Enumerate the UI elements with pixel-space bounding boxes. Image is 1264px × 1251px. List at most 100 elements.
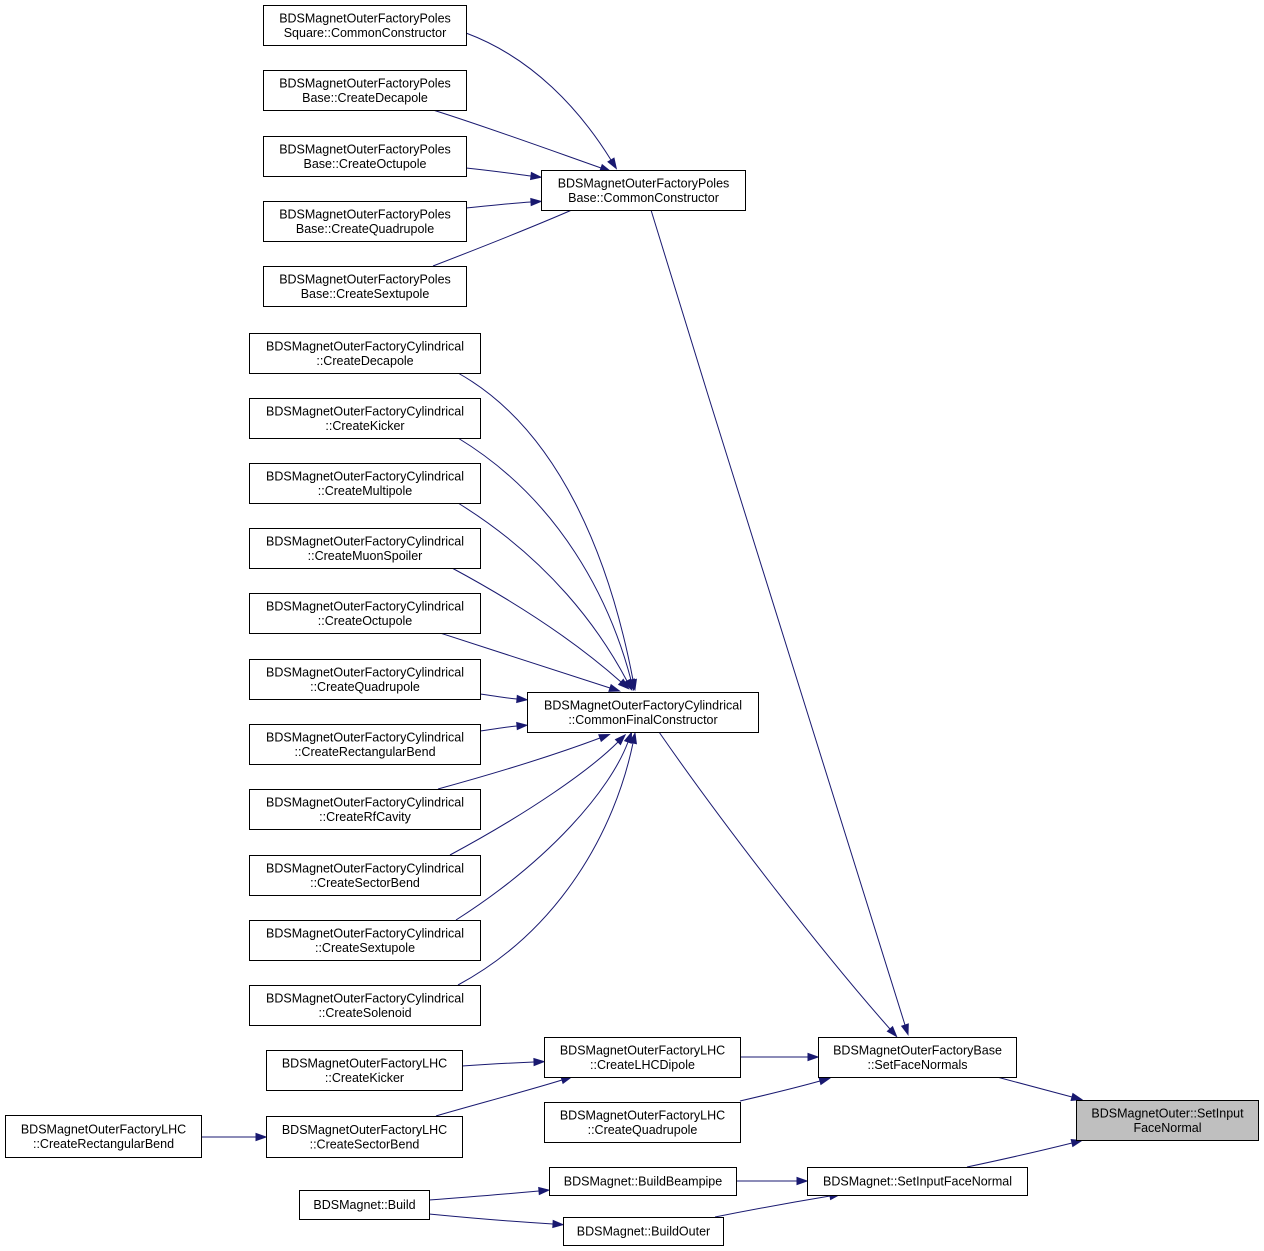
node-label: ::CreateLHCDipole — [590, 1058, 695, 1072]
node-cyl-solenoid[interactable]: BDSMagnetOuterFactoryCylindrical::Create… — [249, 985, 481, 1026]
edge-magnet_build-to-magnet_buildbeampipe — [428, 1190, 540, 1201]
edge-base_setfacenormals-to-outer_setinput — [996, 1076, 1073, 1098]
edge-poles_sq_common-to-poles_common — [465, 32, 612, 161]
node-cyl-sectorbend[interactable]: BDSMagnetOuterFactoryCylindrical::Create… — [249, 855, 481, 896]
node-box — [249, 333, 481, 374]
node-label: ::CreateSolenoid — [318, 1006, 411, 1020]
edge-poles_quadrupole-to-poles_common — [465, 201, 532, 209]
node-box — [541, 170, 746, 211]
node-cyl-multipole[interactable]: BDSMagnetOuterFactoryCylindrical::Create… — [249, 463, 481, 504]
node-cyl-kicker[interactable]: BDSMagnetOuterFactoryCylindrical::Create… — [249, 398, 481, 439]
node-box — [263, 136, 467, 177]
node-cyl-octupole[interactable]: BDSMagnetOuterFactoryCylindrical::Create… — [249, 593, 481, 634]
node-lhc-rectbend[interactable]: BDSMagnetOuterFactoryLHC::CreateRectangu… — [5, 1115, 202, 1158]
node-label: BDSMagnetOuterFactoryLHC — [21, 1122, 186, 1136]
node-magnet-buildbeampipe[interactable]: BDSMagnet::BuildBeampipe — [549, 1167, 737, 1196]
node-cyl-sextupole[interactable]: BDSMagnetOuterFactoryCylindrical::Create… — [249, 920, 481, 961]
node-magnet-setinput[interactable]: BDSMagnet::SetInputFaceNormal — [807, 1167, 1028, 1196]
node-cyl-muonspoiler[interactable]: BDSMagnetOuterFactoryCylindrical::Create… — [249, 528, 481, 569]
arrowhead-cyl_solenoid-to-cyl_common_final — [628, 731, 637, 745]
node-poles-quadrupole[interactable]: BDSMagnetOuterFactoryPolesBase::CreateQu… — [263, 201, 467, 242]
arrowhead-lhc_quadrupole-to-base_setfacenormals — [818, 1077, 832, 1086]
edge-cyl_solenoid-to-cyl_common_final — [457, 742, 634, 986]
node-label: ::SetFaceNormals — [867, 1058, 967, 1072]
arrowhead-cyl_quadrupole-to-cyl_common_final — [516, 694, 529, 704]
node-base-setfacenormals[interactable]: BDSMagnetOuterFactoryBase::SetFaceNormal… — [818, 1037, 1017, 1078]
node-box — [299, 1190, 430, 1220]
node-magnet-build[interactable]: BDSMagnet::Build — [299, 1190, 430, 1220]
node-label: ::CreateRectangularBend — [33, 1137, 174, 1151]
node-label: BDSMagnetOuterFactoryCylindrical — [266, 534, 464, 548]
node-box — [1076, 1100, 1259, 1141]
node-cyl-quadrupole[interactable]: BDSMagnetOuterFactoryCylindrical::Create… — [249, 659, 481, 700]
arrowhead-cyl_multipole-to-cyl_common_final — [623, 678, 633, 692]
node-label: BDSMagnetOuterFactoryCylindrical — [266, 599, 464, 613]
node-poles-sq-common[interactable]: BDSMagnetOuterFactoryPolesSquare::Common… — [263, 5, 467, 46]
node-box — [249, 724, 481, 765]
node-box — [266, 1050, 463, 1091]
edge-lhc_sectorbend-to-lhc_dipole — [435, 1079, 563, 1117]
node-lhc-sectorbend[interactable]: BDSMagnetOuterFactoryLHC::CreateSectorBe… — [266, 1116, 463, 1158]
node-label: BDSMagnetOuterFactoryPoles — [279, 11, 451, 25]
node-box — [249, 985, 481, 1026]
node-box — [249, 463, 481, 504]
node-cyl-decapole[interactable]: BDSMagnetOuterFactoryCylindrical::Create… — [249, 333, 481, 374]
node-box — [249, 593, 481, 634]
node-box — [249, 528, 481, 569]
node-label: BDSMagnetOuterFactoryPoles — [558, 176, 730, 190]
node-box — [549, 1167, 737, 1196]
node-box — [807, 1167, 1028, 1196]
node-cyl-common-final[interactable]: BDSMagnetOuterFactoryCylindrical::Common… — [527, 692, 759, 733]
node-box — [249, 855, 481, 896]
node-box — [263, 70, 467, 111]
node-lhc-kicker[interactable]: BDSMagnetOuterFactoryLHC::CreateKicker — [266, 1050, 463, 1091]
arrowhead-poles_sq_common-to-poles_common — [607, 157, 618, 170]
node-poles-decapole[interactable]: BDSMagnetOuterFactoryPolesBase::CreateDe… — [263, 70, 467, 111]
node-label: BDSMagnet::SetInputFaceNormal — [823, 1175, 1012, 1189]
node-label: BDSMagnetOuterFactoryCylindrical — [266, 404, 464, 418]
node-label: BDSMagnetOuterFactoryCylindrical — [266, 991, 464, 1005]
node-label: BDSMagnetOuterFactoryPoles — [279, 76, 451, 90]
node-poles-common[interactable]: BDSMagnetOuterFactoryPolesBase::CommonCo… — [541, 170, 746, 211]
edge-lhc_quadrupole-to-base_setfacenormals — [739, 1080, 821, 1102]
node-label: BDSMagnetOuterFactoryBase — [833, 1043, 1002, 1057]
node-label: BDSMagnetOuterFactoryCylindrical — [266, 861, 464, 875]
node-magnet-buildouter[interactable]: BDSMagnet::BuildOuter — [563, 1217, 724, 1246]
arrowhead-magnet_build-to-magnet_buildouter — [552, 1219, 565, 1229]
arrowhead-cyl_rfcavity-to-cyl_common_final — [598, 733, 611, 743]
node-label: ::CreateSextupole — [315, 941, 415, 955]
arrowhead-cyl_rectbend-to-cyl_common_final — [516, 721, 529, 731]
node-poles-sextupole[interactable]: BDSMagnetOuterFactoryPolesBase::CreateSe… — [263, 266, 467, 307]
node-cyl-rectbend[interactable]: BDSMagnetOuterFactoryCylindrical::Create… — [249, 724, 481, 765]
node-label: Square::CommonConstructor — [284, 26, 447, 40]
edge-poles_octupole-to-poles_common — [465, 167, 532, 177]
node-outer-setinput[interactable]: BDSMagnetOuter::SetInputFaceNormal — [1076, 1100, 1259, 1141]
edge-cyl_kicker-to-cyl_common_final — [457, 437, 632, 681]
node-label: BDSMagnetOuterFactoryPoles — [279, 142, 451, 156]
node-label: Base::CommonConstructor — [568, 191, 719, 205]
edge-poles_common-to-base_setfacenormals — [650, 209, 906, 1026]
node-box — [544, 1037, 741, 1078]
edge-cyl_octupole-to-cyl_common_final — [439, 632, 611, 689]
node-label: BDSMagnetOuterFactoryCylindrical — [266, 926, 464, 940]
node-cyl-rfcavity[interactable]: BDSMagnetOuterFactoryCylindrical::Create… — [249, 789, 481, 830]
node-label: BDSMagnetOuterFactoryCylindrical — [266, 469, 464, 483]
node-lhc-dipole[interactable]: BDSMagnetOuterFactoryLHC::CreateLHCDipol… — [544, 1037, 741, 1078]
node-box — [266, 1116, 463, 1158]
arrowhead-lhc_dipole-to-base_setfacenormals — [807, 1052, 820, 1062]
node-label: ::CreateOctupole — [318, 614, 413, 628]
node-label: ::CreateQuadrupole — [588, 1123, 698, 1137]
node-lhc-quadrupole[interactable]: BDSMagnetOuterFactoryLHC::CreateQuadrupo… — [544, 1102, 741, 1143]
node-label: BDSMagnetOuterFactoryCylindrical — [266, 665, 464, 679]
edge-cyl_rfcavity-to-cyl_common_final — [437, 737, 601, 790]
node-box — [249, 398, 481, 439]
edge-magnet_setinput-to-outer_setinput — [966, 1142, 1073, 1168]
node-label: ::CreateRectangularBend — [294, 745, 435, 759]
node-label: Base::CreateQuadrupole — [296, 222, 434, 236]
node-label: BDSMagnetOuterFactoryLHC — [282, 1056, 447, 1070]
node-label: BDSMagnetOuterFactoryPoles — [279, 272, 451, 286]
node-label: BDSMagnetOuter::SetInput — [1091, 1106, 1244, 1120]
node-label: BDSMagnet::BuildBeampipe — [564, 1175, 722, 1189]
node-poles-octupole[interactable]: BDSMagnetOuterFactoryPolesBase::CreateOc… — [263, 136, 467, 177]
node-label: ::CommonFinalConstructor — [568, 713, 717, 727]
